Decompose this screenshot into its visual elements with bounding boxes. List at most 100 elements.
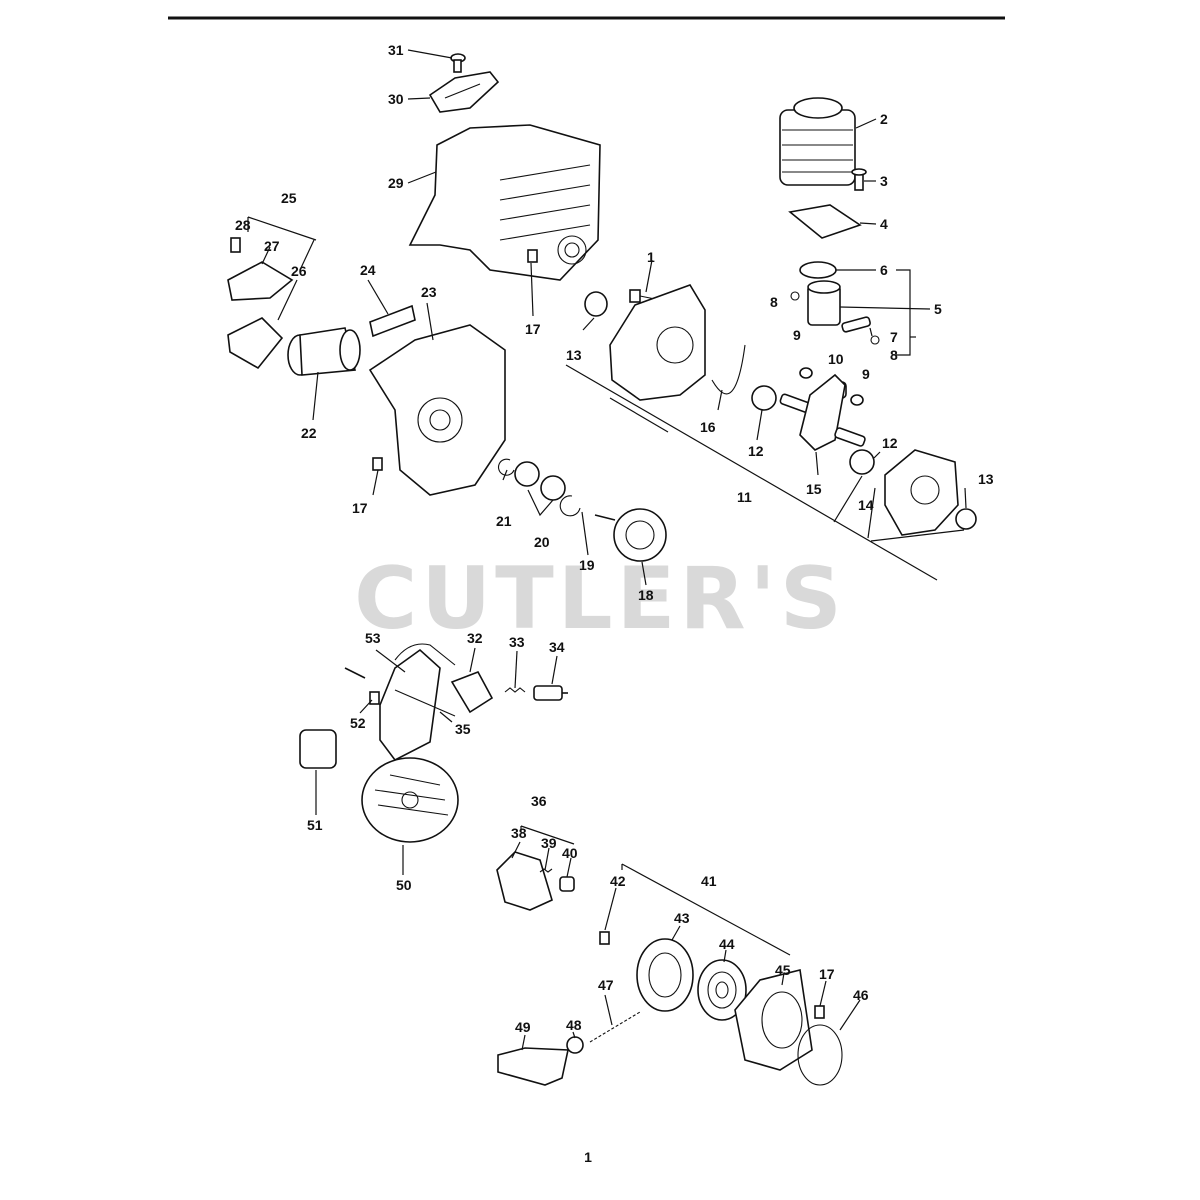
callout-18: 18: [638, 587, 654, 603]
part-20-bearing-b: [540, 475, 566, 501]
page-number: 1: [584, 1149, 592, 1165]
callout-44: 44: [719, 936, 735, 952]
part-50-flywheel: [361, 757, 459, 843]
part-34-spark-plug: [533, 685, 568, 701]
part-30-top-cap: [428, 71, 500, 113]
part-27-clamp: [227, 261, 294, 301]
callout-53: 53: [365, 630, 381, 646]
callout-47: 47: [598, 977, 614, 993]
part-38-clutch-shoe: [496, 851, 553, 911]
part-35-wire: [394, 689, 456, 717]
callout-9b: 9: [862, 366, 870, 382]
part-14-crankcase-right: [884, 449, 959, 536]
callout-16: 16: [700, 419, 716, 435]
part-43-starter-pulley: [636, 938, 694, 1012]
callout-17: 17: [525, 321, 541, 337]
part-28-screw: [230, 237, 241, 253]
part-13-oil-seal-b: [955, 508, 977, 530]
callout-50: 50: [396, 877, 412, 893]
callout-24: 24: [360, 262, 376, 278]
callout-13b: 13: [978, 471, 994, 487]
part-24-label: [369, 304, 416, 338]
part-6-piston-ring: [799, 261, 837, 279]
callout-23: 23: [421, 284, 437, 300]
part-5-piston: [807, 280, 841, 326]
part-48-grommet: [566, 1036, 584, 1054]
callout-14: 14: [858, 497, 874, 513]
callout-8: 8: [890, 347, 898, 363]
part-52-screw: [369, 691, 380, 705]
callout-52: 52: [350, 715, 366, 731]
callout-46: 46: [853, 987, 869, 1003]
callout-4: 4: [880, 216, 888, 232]
callout-45: 45: [775, 962, 791, 978]
callout-48: 48: [566, 1017, 582, 1033]
part-7-piston-pin: [841, 316, 871, 333]
part-26-clamp: [227, 317, 284, 370]
callout-40: 40: [562, 845, 578, 861]
callout-1: 1: [647, 249, 655, 265]
callout-32: 32: [467, 630, 483, 646]
part-33-spring: [504, 687, 526, 693]
part-42-screw: [599, 931, 610, 945]
callout-7: 7: [890, 329, 898, 345]
callout-27: 27: [264, 238, 280, 254]
part-17-bolt-c: [814, 1005, 825, 1019]
callout-6: 6: [880, 262, 888, 278]
part-53-ignition-coil: [344, 643, 456, 762]
callout-49: 49: [515, 1019, 531, 1035]
part-46-gasket: [797, 1024, 843, 1086]
callout-22: 22: [301, 425, 317, 441]
callout-5: 5: [934, 301, 942, 317]
callout-31: 31: [388, 42, 404, 58]
callout-20: 20: [534, 534, 550, 550]
callout-26: 26: [291, 263, 307, 279]
callout-12b: 12: [882, 435, 898, 451]
callout-42: 42: [610, 873, 626, 889]
part-8-clip: [790, 291, 800, 301]
part-8-clip-b: [870, 335, 880, 345]
part-13-oil-seal: [584, 291, 608, 317]
callout-35: 35: [455, 721, 471, 737]
callout-17b: 17: [352, 500, 368, 516]
callout-34: 34: [549, 639, 565, 655]
callout-19: 19: [579, 557, 595, 573]
part-16-gasket-ring: [711, 344, 746, 395]
callout-39: 39: [541, 835, 557, 851]
part-17-bolt: [372, 457, 383, 471]
part-12-bearing-b: [849, 449, 875, 475]
leader-lines: [247, 49, 967, 1051]
part-3-bolt: [851, 168, 867, 191]
part-20-bearing: [514, 461, 540, 487]
part-21-snap-ring: [497, 458, 515, 476]
part-31-screw: [450, 53, 466, 73]
callout-33: 33: [509, 634, 525, 650]
callout-25: 25: [281, 190, 297, 206]
part-45-starter-case: [734, 969, 813, 1071]
part-19-snap-ring: [559, 495, 581, 517]
part-40-bushing: [559, 876, 575, 892]
part-12-bearing: [751, 385, 777, 411]
part-15-crankshaft: [779, 373, 866, 451]
part-22-fan-housing-tube: [287, 327, 361, 376]
callout-10: 10: [828, 351, 844, 367]
callout-3: 3: [880, 173, 888, 189]
callout-41: 41: [701, 873, 717, 889]
callout-12: 12: [748, 443, 764, 459]
callout-2: 2: [880, 111, 888, 127]
part-2-cylinder: [779, 97, 856, 186]
part-51-module: [299, 729, 337, 769]
part-29-engine-cover: [408, 124, 601, 281]
callout-21: 21: [496, 513, 512, 529]
part-17-bolt-b: [527, 249, 538, 263]
callout-30: 30: [388, 91, 404, 107]
callout-9: 9: [793, 327, 801, 343]
callout-17c: 17: [819, 966, 835, 982]
callout-51: 51: [307, 817, 323, 833]
part-44-recoil-spring: [697, 959, 747, 1021]
callout-29: 29: [388, 175, 404, 191]
part-4-gasket: [788, 204, 862, 239]
callout-15: 15: [806, 481, 822, 497]
part-32-plug-cap: [450, 671, 494, 714]
